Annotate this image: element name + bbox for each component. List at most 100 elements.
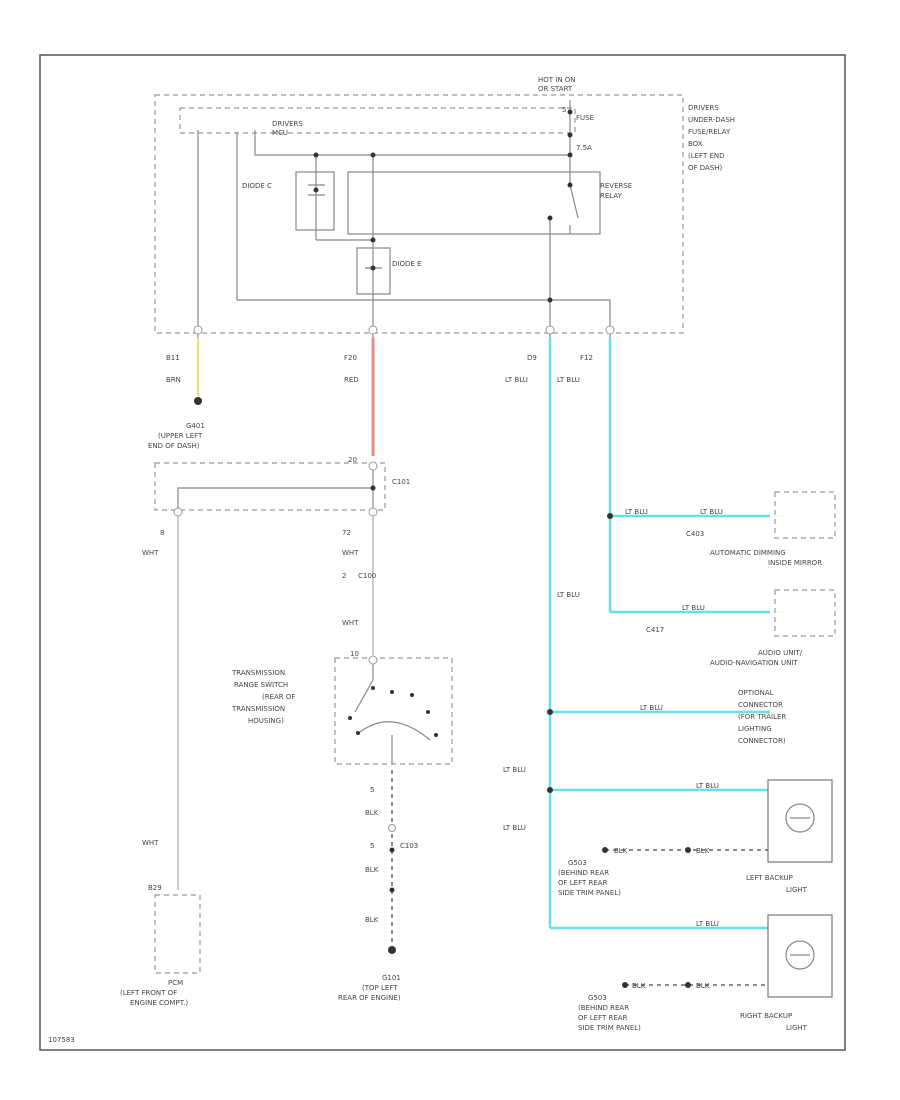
- box-label-1: DRIVERS: [688, 104, 719, 112]
- right-ground-blk-b: BLK: [696, 982, 710, 990]
- audio-2: AUDIO-NAVIGATION UNIT: [710, 659, 798, 667]
- fuse-relay-box: [154, 94, 684, 334]
- auto-mirror-2: INSIDE MIRROR: [768, 559, 822, 567]
- trans-switch-3: (REAR OF: [262, 693, 295, 701]
- right-backup-1: RIGHT BACKUP: [740, 1012, 792, 1020]
- wht-label-mid-2: WHT: [342, 619, 359, 627]
- pcm-label-2: (LEFT FRONT OF: [120, 989, 177, 997]
- pcm-label-1: PCM: [168, 979, 183, 987]
- trans-pin-top: 10: [350, 650, 359, 658]
- terminal-d9-color: LT BLU: [505, 376, 528, 384]
- left-ground-blk-b: BLK: [696, 847, 710, 855]
- fuse-number: 5: [562, 106, 566, 114]
- g503a-4: SIDE TRIM PANEL): [558, 889, 621, 897]
- box-label-6: OF DASH): [688, 164, 723, 172]
- drivers-mcu-2: MCU: [272, 129, 288, 137]
- diode-c-label: DIODE C: [242, 182, 272, 190]
- auto-mirror-1: AUTOMATIC DIMMING: [710, 549, 786, 557]
- g503a-3: OF LEFT REAR: [558, 879, 608, 887]
- transmission-range-switch: [334, 657, 453, 765]
- diagram-id: 107583: [48, 1036, 75, 1044]
- left-backup-2: LIGHT: [786, 886, 808, 894]
- c103-label: C103: [400, 842, 418, 850]
- terminal-b11-color: BRN: [166, 376, 181, 384]
- drivers-mcu-box: [179, 107, 576, 134]
- left-backup-1: LEFT BACKUP: [746, 874, 793, 882]
- c417-label: C417: [646, 626, 664, 634]
- g503b-1: G503: [588, 994, 607, 1002]
- blk-label-1: BLK: [365, 809, 379, 817]
- c100-label: C100: [358, 572, 376, 580]
- lt-blu-left-2: LT BLU: [503, 824, 526, 832]
- g503a-1: G503: [568, 859, 587, 867]
- pcm-label-3: ENGINE COMPT.): [130, 999, 188, 1007]
- reverse-relay-2: RELAY: [600, 192, 623, 200]
- mirror-wire-color-a: LT BLU: [625, 508, 648, 516]
- g503b-4: SIDE TRIM PANEL): [578, 1024, 641, 1032]
- optional-2: CONNECTOR: [738, 701, 783, 709]
- c403-label: C403: [686, 530, 704, 538]
- audio-1: AUDIO UNIT/: [758, 649, 803, 657]
- pcm-pin: B29: [148, 884, 162, 892]
- c101-pin-72: 72: [342, 529, 351, 537]
- left-backup-light: [767, 779, 833, 863]
- c101-connector: [154, 462, 386, 511]
- trans-switch-4: TRANSMISSION: [231, 705, 285, 713]
- optional-4: LIGHTING: [738, 725, 772, 733]
- audio-unit-box: [774, 589, 836, 637]
- box-label-2: UNDER-DASH: [688, 116, 735, 124]
- wht-label-left-1: WHT: [142, 549, 159, 557]
- left-backup-wire-color: LT BLU: [696, 782, 719, 790]
- optional-5: CONNECTOR): [738, 737, 786, 745]
- fuse-label: FUSE: [576, 114, 594, 122]
- terminal-f12-color: LT BLU: [557, 376, 580, 384]
- blk-label-2: BLK: [365, 866, 379, 874]
- terminal-b11: B11: [166, 354, 180, 362]
- terminal-f20: F20: [344, 354, 357, 362]
- g101-label-2: (TOP LEFT: [362, 984, 398, 992]
- g503b-3: OF LEFT REAR: [578, 1014, 628, 1022]
- right-backup-2: LIGHT: [786, 1024, 808, 1032]
- g101-label-3: REAR OF ENGINE): [338, 994, 401, 1002]
- blk-label-3: BLK: [365, 916, 379, 924]
- terminal-f20-color: RED: [344, 376, 359, 384]
- g101-label-1: G101: [382, 974, 401, 982]
- blk-pin: 5: [370, 786, 374, 794]
- box-label-5: (LEFT END: [688, 152, 725, 160]
- c101-pin-8: 8: [160, 529, 164, 537]
- box-label-3: FUSE/RELAY: [688, 128, 731, 136]
- box-label-4: BOX: [688, 140, 703, 148]
- diode-c-box: [295, 171, 335, 231]
- c103-pin: 5: [370, 842, 374, 850]
- left-ground-blk-a: BLK: [614, 847, 628, 855]
- trans-switch-2: RANGE SWITCH: [234, 681, 288, 689]
- c101-pin-20: 20: [348, 456, 357, 464]
- c100-pin: 2: [342, 572, 346, 580]
- wht-label-left-2: WHT: [142, 839, 159, 847]
- drivers-mcu-1: DRIVERS: [272, 120, 303, 128]
- fuse-amp: 7.5A: [576, 144, 592, 152]
- g503b-2: (BEHIND REAR: [578, 1004, 629, 1012]
- trans-switch-1: TRANSMISSION: [231, 669, 285, 677]
- right-backup-wire-color: LT BLU: [696, 920, 719, 928]
- diode-e-label: DIODE E: [392, 260, 421, 268]
- terminal-f12: F12: [580, 354, 593, 362]
- g401-label-1: G401: [186, 422, 205, 430]
- hot-in-on-label-1: HOT IN ON: [538, 76, 576, 84]
- audio-wire-color: LT BLU: [682, 604, 705, 612]
- g503a-2: (BEHIND REAR: [558, 869, 609, 877]
- auto-dimming-mirror-box: [774, 491, 836, 539]
- reverse-relay-box: [347, 171, 601, 235]
- lt-blu-mid: LT BLU: [557, 591, 580, 599]
- pcm-box: [154, 894, 201, 974]
- optional-3: (FOR TRAILER: [738, 713, 786, 721]
- right-ground-blk-a: BLK: [632, 982, 646, 990]
- lt-blu-left-1: LT BLU: [503, 766, 526, 774]
- g401-label-3: END OF DASH): [148, 442, 200, 450]
- c101-label: C101: [392, 478, 410, 486]
- optional-1: OPTIONAL: [738, 689, 774, 697]
- mirror-wire-color-b: LT BLU: [700, 508, 723, 516]
- optional-wire-color: LT BLU: [640, 704, 663, 712]
- reverse-relay-1: REVERSE: [600, 182, 632, 190]
